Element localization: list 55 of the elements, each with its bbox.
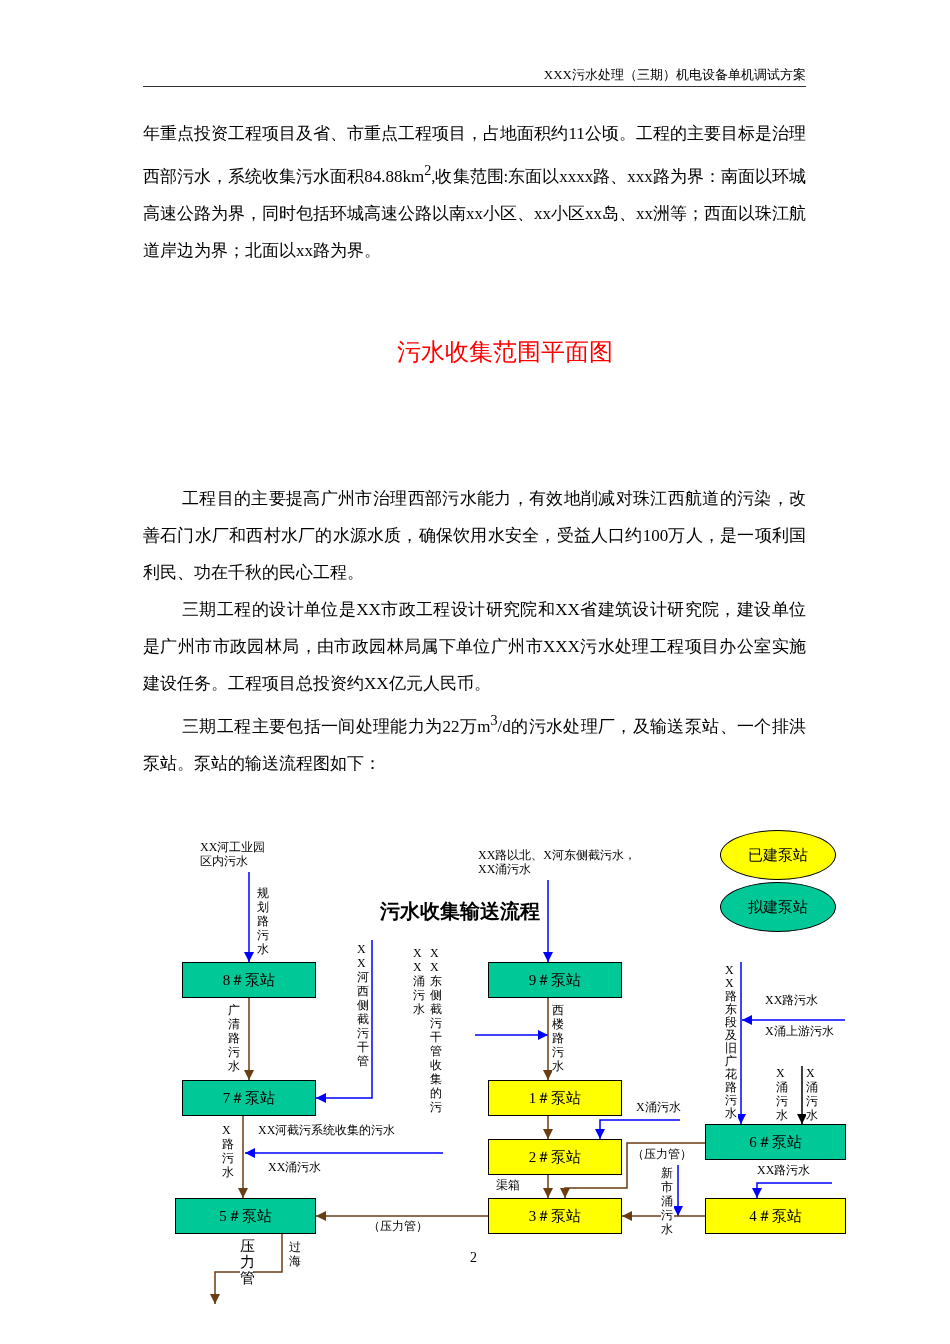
pump-station-box: 5＃泵站 — [175, 1198, 316, 1234]
pump-station-box: 9＃泵站 — [488, 962, 622, 998]
edge-label: XX河西侧截污干管 — [357, 942, 370, 1068]
edge-label: X涌污水 — [636, 1100, 681, 1114]
arrow — [560, 1142, 706, 1199]
edge-label: X路污水 — [222, 1123, 235, 1179]
arrow — [595, 1119, 681, 1140]
paragraph: 年重点投资工程项目及省、市重点工程项目，占地面积约11公顷。工程的主要目标是治理西部污水，系统收集污水面积84.88km$^{2}$,收集范围:东面以xxxx路、xxx路为界：南面以环城高速公路为界，同时包括环城高速公路以南xx小区、xx小区xx岛、xx洲等；西面以珠江航道岸边为界；北面以xx路为界。 — [143, 123, 806, 262]
edge-label: 西楼路污水 — [552, 1003, 565, 1073]
legend-label: 已建泵站 — [748, 845, 808, 865]
arrow — [315, 939, 373, 1103]
arrow — [210, 1233, 283, 1305]
edge-label: 广清路污水 — [228, 1003, 241, 1073]
page-number: 2 — [470, 1250, 477, 1266]
flow-label: 过海 — [289, 1240, 302, 1268]
pump-station-box: 4＃泵站 — [705, 1198, 846, 1234]
arrow — [752, 1182, 833, 1199]
flow-label: 压力管 — [240, 1238, 253, 1286]
flow-label: XX涌污水 — [413, 946, 426, 1016]
arrow — [244, 997, 254, 1081]
legend-label: 拟建泵站 — [748, 897, 808, 917]
paragraph: 三期工程主要包括一间处理能力为22万m$^{3}$/d的污水处理厂，及输送泵站、一个排洪泵站。泵站的输送流程图如下： — [143, 711, 806, 775]
flow-label: XX涌污水 — [268, 1160, 322, 1174]
heading: 污水收集范围平面图 — [396, 337, 614, 368]
flow-label: X涌污水 — [776, 1066, 789, 1122]
pump-station-box: 7＃泵站 — [182, 1080, 316, 1116]
pump-station-box: 8＃泵站 — [182, 962, 316, 998]
edge-label: X涌污水 — [806, 1066, 819, 1122]
flow-label: 渠箱 — [496, 1178, 520, 1192]
flow-label: 规划路污水 — [257, 886, 270, 956]
arrow — [244, 871, 254, 963]
arrow — [736, 961, 746, 1125]
paragraph: 工程目的主要提高广州市治理西部污水能力，有效地削减对珠江西航道的污染，改善石门水厂和西村水厂的水源水质，确保饮用水安全，受益人口约100万人，是一项利国利民、功在千秋的民心工程。 — [143, 488, 806, 584]
arrow — [315, 1211, 489, 1221]
arrow — [543, 1115, 553, 1140]
page-header: XXX污水处理（三期）机电设备单机调试方案 — [543, 66, 806, 84]
edge-label: XX路东段及旧广花路污水 — [725, 964, 738, 1120]
pump-station-box: 2＃泵站 — [488, 1139, 622, 1175]
edge-label: XX路污水 — [757, 1163, 811, 1177]
arrow — [543, 997, 553, 1081]
chart-title: 污水收集输送流程 — [380, 898, 540, 925]
arrow — [797, 1065, 807, 1125]
arrow — [543, 879, 553, 963]
pump-station-box: 6＃泵站 — [705, 1124, 846, 1160]
pump-station-box: 1＃泵站 — [488, 1080, 622, 1116]
pump-station-box: 3＃泵站 — [488, 1198, 622, 1234]
paragraph: 三期工程的设计单位是XX市政工程设计研究院和XX省建筑设计研究院，建设单位是广州市市政园林局，由市政园林局属下单位广州市XXX污水处理工程项目办公室实施建设任务。工程项目总投资约XX亿元人民币。 — [143, 599, 806, 695]
arrow — [238, 1115, 248, 1199]
flow-label: XX河截污系统收集的污水 — [258, 1123, 396, 1137]
flow-label: XX路污水 — [765, 993, 819, 1007]
arrow — [621, 1211, 706, 1221]
flow-label: XX东侧截污干管收集的污 — [430, 946, 443, 1114]
flow-label: X涌上游污水 — [765, 1024, 834, 1038]
arrow — [543, 1174, 553, 1199]
flow-label: 新市涌污水 — [661, 1166, 674, 1236]
